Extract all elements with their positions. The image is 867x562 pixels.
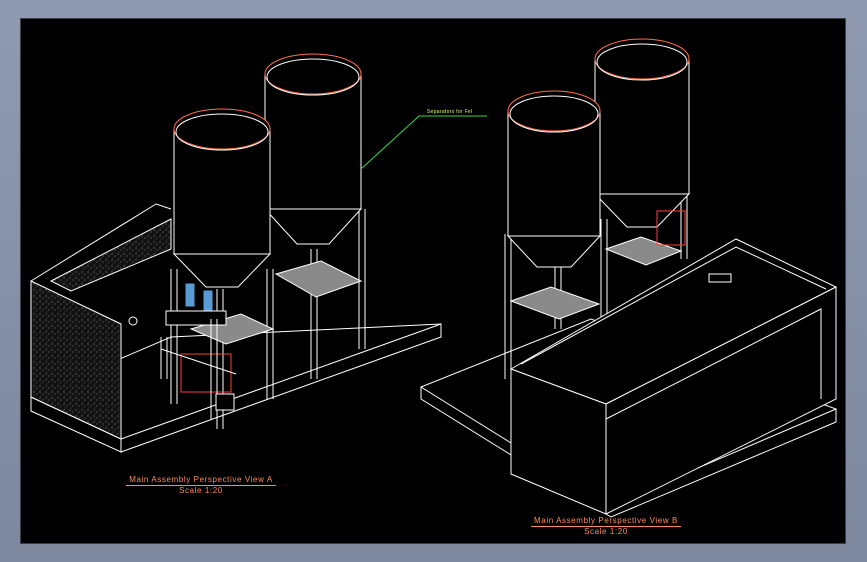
view-a-silo-right <box>263 53 363 245</box>
view-b-silo-right <box>593 38 691 246</box>
callout-leader <box>360 115 487 170</box>
view-b-scale: Scale 1:20 <box>584 527 628 536</box>
view-a-caption: Main Assembly Perspective View A Scale 1… <box>116 475 286 496</box>
view-b-title: Main Assembly Perspective View B <box>531 516 681 527</box>
cad-drawing <box>30 38 838 518</box>
view-a-right-platform <box>274 260 363 298</box>
view-b-left-platform <box>509 286 601 320</box>
view-a-scale: Scale 1:20 <box>179 486 223 495</box>
view-a-pump-assembly <box>128 283 237 419</box>
view-a-concrete-wall <box>30 280 122 440</box>
view-b-open-tank <box>509 238 838 515</box>
view-a-silo-left <box>172 108 272 288</box>
view-a-assembly <box>30 53 442 453</box>
view-b-assembly <box>419 38 838 518</box>
view-b-caption: Main Assembly Perspective View B Scale 1… <box>521 516 691 537</box>
view-a-title: Main Assembly Perspective View A <box>126 475 276 486</box>
drawing-sheet: Separators for Fel Main Assembly Perspec… <box>20 18 846 544</box>
callout-label: Separators for Fel <box>427 109 473 115</box>
view-b-silo-left <box>506 90 602 268</box>
view-a-base-slab <box>120 323 442 453</box>
view-b-right-platform <box>604 236 683 266</box>
